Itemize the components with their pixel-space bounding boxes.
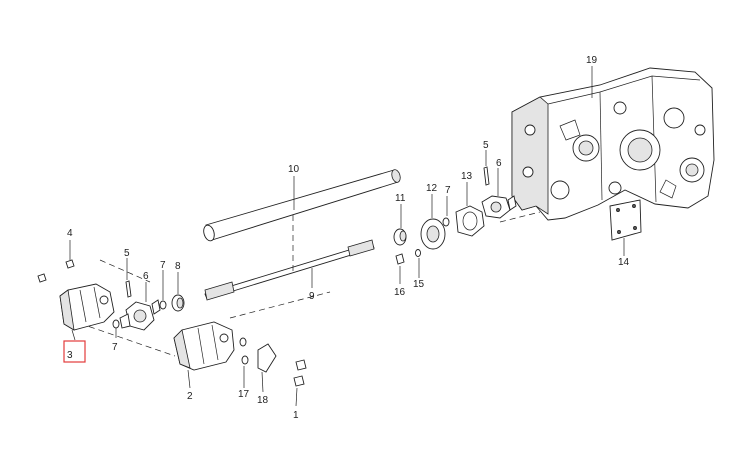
callout-7c[interactable]: 7: [445, 185, 451, 196]
washer-17[interactable]: [241, 355, 249, 365]
callout-3[interactable]: 3: [67, 350, 73, 361]
callout-7b[interactable]: 7: [160, 260, 166, 271]
gasket[interactable]: [455, 205, 485, 237]
callout-15[interactable]: 15: [413, 279, 425, 290]
callout-9[interactable]: 9: [309, 291, 315, 302]
o-ring-7c[interactable]: [442, 217, 450, 227]
callout-5b[interactable]: 5: [483, 140, 489, 151]
pin-5a[interactable]: [125, 280, 132, 298]
seal[interactable]: [393, 228, 407, 246]
callout-8[interactable]: 8: [175, 261, 181, 272]
universal-joint-left[interactable]: [119, 299, 161, 331]
callout-13[interactable]: 13: [461, 171, 473, 182]
bolt-1a[interactable]: [295, 359, 307, 371]
washer-17b[interactable]: [239, 337, 247, 347]
callout-5a[interactable]: 5: [124, 248, 130, 259]
callout-7a[interactable]: 7: [112, 342, 118, 353]
callout-3-highlight: [63, 340, 86, 363]
callout-6b[interactable]: 6: [496, 158, 502, 169]
callout-14[interactable]: 14: [618, 257, 630, 268]
universal-joint-right[interactable]: [481, 195, 517, 219]
transmission-housing[interactable]: [511, 67, 715, 221]
callout-4[interactable]: 4: [67, 228, 73, 239]
o-ring-7a[interactable]: [112, 319, 120, 329]
callout-6a[interactable]: 6: [143, 271, 149, 282]
half-shaft-housing[interactable]: [59, 283, 115, 331]
callout-11[interactable]: 11: [395, 193, 406, 204]
axle-housing[interactable]: [173, 321, 235, 371]
callout-16[interactable]: 16: [394, 287, 406, 298]
cover-plate[interactable]: [609, 199, 642, 241]
plug-16[interactable]: [395, 253, 405, 265]
bolt-1b[interactable]: [293, 375, 305, 387]
callout-18[interactable]: 18: [257, 395, 269, 406]
bearing-sleeve[interactable]: [171, 294, 185, 312]
callout-12[interactable]: 12: [426, 183, 438, 194]
callout-1[interactable]: 1: [293, 410, 299, 421]
nut-4[interactable]: [65, 259, 75, 269]
callout-10[interactable]: 10: [288, 164, 300, 175]
callout-17[interactable]: 17: [238, 389, 250, 400]
o-ring-7b[interactable]: [159, 300, 167, 310]
tube[interactable]: [202, 169, 402, 242]
callout-19[interactable]: 19: [586, 55, 598, 66]
flange[interactable]: [420, 218, 446, 250]
pin-15[interactable]: [415, 249, 421, 257]
pin-5b[interactable]: [483, 166, 490, 186]
nut-left[interactable]: [37, 273, 47, 283]
shaft[interactable]: [204, 239, 375, 301]
bracket-clamp[interactable]: [257, 343, 277, 373]
callout-2[interactable]: 2: [187, 391, 193, 402]
